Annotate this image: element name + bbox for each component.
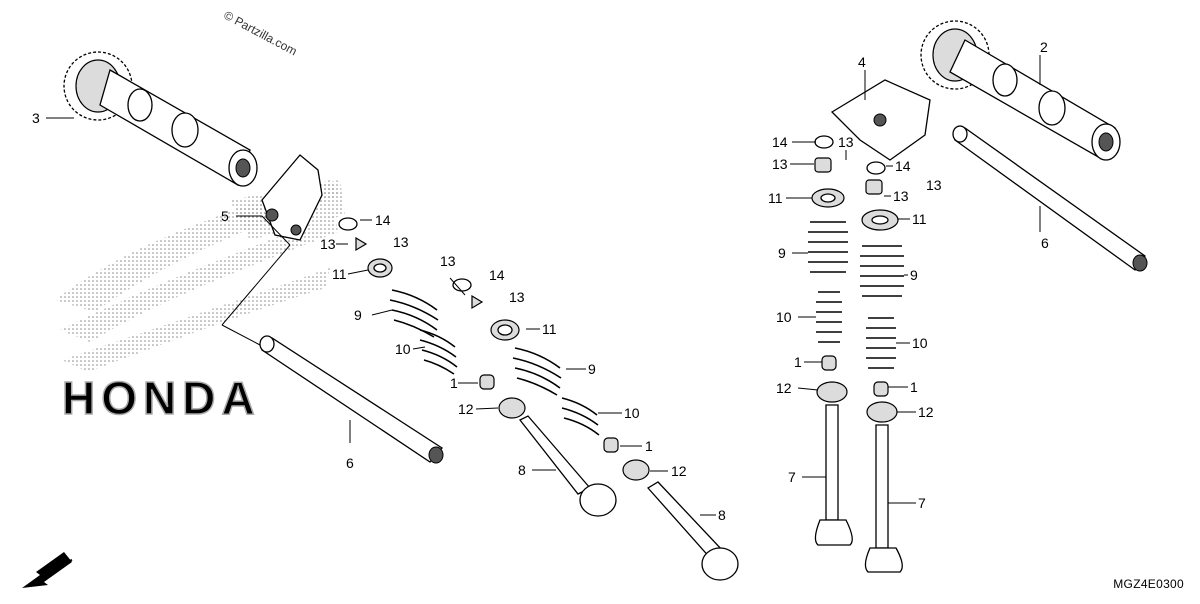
callout-6-right: 6 — [1041, 235, 1049, 251]
callout-leaders — [336, 141, 916, 516]
callout-14-a: 14 — [375, 212, 391, 228]
callout-14-d: 14 — [895, 158, 911, 174]
callout-7-b: 7 — [918, 495, 926, 511]
callout-1-d: 1 — [910, 379, 918, 395]
callout-13-c: 13 — [440, 253, 456, 269]
rocker-arm-left — [261, 154, 323, 241]
callout-13-h: 13 — [893, 188, 909, 204]
callout-labels: 3 2 4 5 6 6 14 13 13 11 9 10 1 12 8 13 1… — [32, 39, 1049, 523]
callout-13-g: 13 — [926, 177, 942, 193]
callout-14-b: 14 — [489, 267, 505, 283]
honda-logo-text: HONDA — [62, 372, 261, 424]
callout-10-b: 10 — [624, 405, 640, 421]
callout-11-d: 11 — [912, 211, 927, 227]
callout-10-d: 10 — [912, 335, 928, 351]
callout-4: 4 — [858, 54, 866, 70]
camshaft-right — [920, 20, 1121, 161]
front-direction-arrow: FR. — [22, 550, 75, 588]
callout-13-f: 13 — [772, 156, 788, 172]
leader-lines — [46, 55, 1041, 443]
callout-13-e: 13 — [838, 134, 854, 150]
callout-12-c: 12 — [776, 380, 792, 396]
callout-11-c: 11 — [768, 190, 783, 206]
callout-11-a: 11 — [332, 266, 347, 282]
callout-1-b: 1 — [645, 438, 653, 454]
rocker-shaft-left — [259, 335, 444, 464]
callout-11-b: 11 — [542, 321, 557, 337]
callout-5: 5 — [221, 208, 229, 224]
callout-9-a: 9 — [354, 307, 362, 323]
rocker-shaft-right — [952, 125, 1148, 272]
callout-12-a: 12 — [458, 401, 474, 417]
callout-2: 2 — [1040, 39, 1048, 55]
callout-8-b: 8 — [718, 507, 726, 523]
callout-13-b: 13 — [393, 234, 409, 250]
valve-stack-right-b — [860, 161, 904, 573]
callout-9-c: 9 — [778, 245, 786, 261]
callout-7-a: 7 — [788, 469, 796, 485]
camshaft-left — [63, 51, 258, 187]
callout-8-a: 8 — [518, 462, 526, 478]
callout-1-c: 1 — [794, 354, 802, 370]
rocker-arm-right — [830, 79, 931, 161]
callout-3: 3 — [32, 110, 40, 126]
valve-stack-right-a — [808, 135, 853, 546]
diagram-code: MGZ4E0300 — [1113, 577, 1184, 591]
callout-14-c: 14 — [772, 134, 788, 150]
valve-stack-left-b — [452, 278, 739, 581]
callout-9-d: 9 — [910, 267, 918, 283]
callout-12-d: 12 — [918, 404, 934, 420]
valve-stack-left-a — [338, 217, 617, 517]
callout-10-c: 10 — [776, 309, 792, 325]
callout-9-b: 9 — [588, 361, 596, 377]
callout-13-a: 13 — [320, 236, 336, 252]
callout-13-d: 13 — [509, 289, 525, 305]
callout-12-b: 12 — [671, 463, 687, 479]
callout-1-a: 1 — [450, 375, 458, 391]
callout-10-a: 10 — [395, 341, 411, 357]
callout-6-left: 6 — [346, 455, 354, 471]
